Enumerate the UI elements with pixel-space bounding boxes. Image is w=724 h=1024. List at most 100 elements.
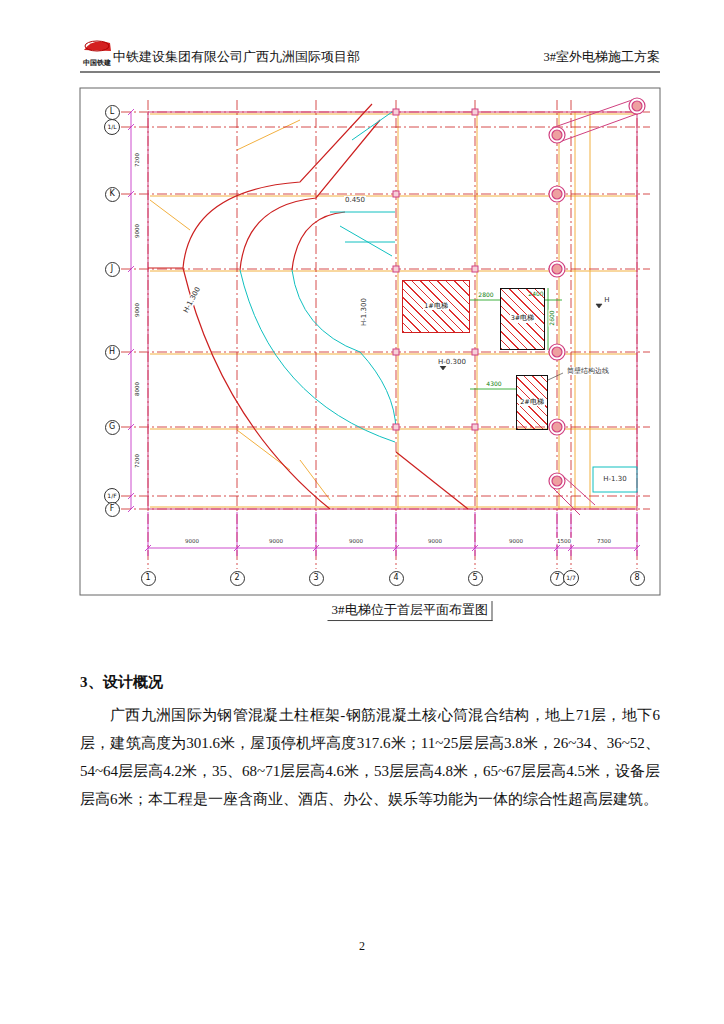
elevator-label: 1#电梯 (423, 303, 449, 310)
beam-line (150, 112, 637, 509)
elevator-box: 2#电梯 (516, 375, 548, 430)
dimension-line (128, 109, 640, 556)
elevator-box: 1#电梯 (402, 280, 470, 333)
lift-dimension: 2800 (477, 292, 494, 299)
cyan-outline (292, 270, 396, 430)
round-column (549, 186, 565, 202)
elevator-label: 2#电梯 (519, 399, 545, 406)
round-column (552, 130, 562, 140)
axis-label: 2 (233, 574, 240, 583)
axis-label: L (109, 108, 115, 117)
column (472, 266, 478, 272)
curved-wall (183, 268, 330, 509)
leader-line (548, 373, 563, 380)
round-column (552, 422, 562, 432)
axis-label: K (108, 190, 115, 199)
axis-bubble: H (105, 345, 120, 360)
axis-label: J (110, 265, 114, 274)
building-outline (148, 112, 637, 509)
dimension-line (145, 545, 640, 551)
axis-label: 8 (633, 574, 640, 583)
column (393, 424, 399, 430)
axis-bubble: J (105, 262, 120, 277)
curved-wall (148, 267, 183, 268)
axis-bubble: 3 (309, 571, 324, 586)
round-column (549, 419, 565, 435)
cyan-outline (330, 112, 395, 256)
dimension-text: 1500 (556, 538, 572, 544)
axis-label: 3 (312, 574, 319, 583)
round-column (552, 347, 562, 357)
lift-dimension (470, 288, 562, 389)
grid-line (121, 100, 650, 569)
curved-wall (183, 104, 372, 268)
round-column (629, 98, 645, 114)
dimension-text: 9000 (184, 538, 200, 544)
note-text: 筒壁结构边线 (566, 367, 610, 375)
dimension-text: 7200 (134, 453, 140, 469)
axis-bubble: L (105, 105, 120, 120)
dimension-text: 7300 (596, 538, 612, 544)
drawing-frame (80, 88, 660, 595)
column (472, 349, 478, 355)
dimension-text: 9000 (508, 538, 524, 544)
round-column (552, 189, 562, 199)
elevation-mark: H-1.30 (602, 475, 627, 483)
round-column (549, 261, 565, 277)
dimension-text: 9000 (134, 302, 140, 318)
header-title: 3#室外电梯施工方案 (544, 50, 661, 64)
link-beam (551, 100, 642, 515)
beam-line (150, 120, 330, 500)
elevation-mark: H-1.300 (360, 297, 368, 327)
axis-bubble: G (105, 420, 120, 435)
axis-label: 1/L (106, 124, 117, 131)
link-beam (551, 100, 642, 515)
round-column (632, 101, 642, 111)
lift-dimension (470, 288, 562, 389)
column (472, 424, 478, 430)
column (393, 109, 399, 115)
axis-label: 1 (144, 574, 151, 583)
curved-wall (240, 120, 380, 270)
header-company: 中铁建设集团有限公司广西九洲国际项目部 (113, 50, 360, 64)
elevation-mark: 0.450 (344, 196, 366, 204)
column (393, 266, 399, 272)
cyan-outline (240, 270, 395, 442)
axis-bubble: F (105, 502, 120, 517)
axis-label: G (108, 423, 116, 432)
axis-bubble: K (105, 187, 120, 202)
page-number: 2 (359, 940, 365, 954)
round-column (549, 344, 565, 360)
round-column (549, 127, 565, 143)
axis-label: 5 (471, 574, 478, 583)
dimension-text: 9000 (134, 223, 140, 239)
axis-label: 1/F (106, 493, 117, 500)
round-column (552, 264, 562, 274)
axis-label: 1/7 (565, 575, 577, 582)
dimension-text: 9000 (427, 538, 443, 544)
column (393, 349, 399, 355)
section-heading: 3、设计概况 (80, 674, 163, 691)
dimension-text: 9000 (348, 538, 364, 544)
curved-wall (292, 212, 345, 270)
axis-bubble: 1/7 (563, 570, 579, 586)
axis-label: H (108, 348, 116, 357)
building-outline (148, 112, 637, 509)
axis-bubble: 1/L (104, 119, 120, 135)
elevation-mark: H-0.300 (437, 358, 467, 366)
elevator-box: 3#电梯 (500, 288, 545, 350)
lift-dimension: 4300 (485, 381, 502, 388)
axis-bubble: 1 (141, 571, 156, 586)
logo-text: 中国铁建 (83, 59, 111, 67)
round-column (549, 98, 645, 489)
round-column (552, 476, 562, 486)
axis-label: 7 (553, 574, 560, 583)
axis-bubble: 5 (468, 571, 483, 586)
elevation-mark: H (603, 296, 610, 304)
company-logo (84, 41, 111, 51)
axis-bubble: 4 (389, 571, 404, 586)
header-rule (80, 72, 660, 73)
drawing-frame (80, 88, 660, 595)
figure-caption: 3#电梯位于首层平面布置图 (328, 601, 493, 621)
